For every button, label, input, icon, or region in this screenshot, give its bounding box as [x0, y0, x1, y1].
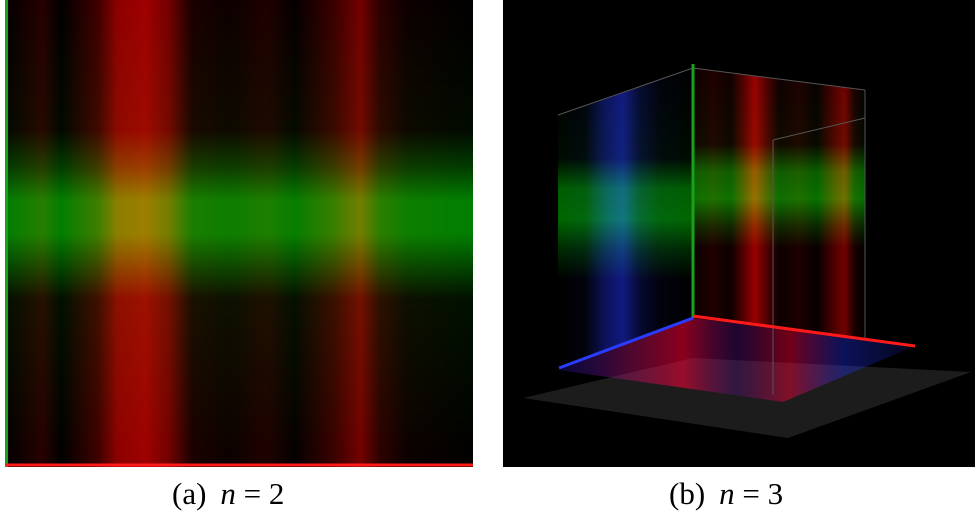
green-density-band: [5, 0, 473, 467]
caption-a-variable: n: [220, 476, 236, 511]
caption-b-equation: = 3: [734, 476, 784, 511]
x-axis-line: [692, 314, 916, 348]
figure-a-image: [5, 0, 473, 467]
caption-b: (b) n = 3: [669, 476, 783, 512]
caption-a: (a) n = 2: [172, 476, 284, 512]
caption-b-label: (b): [669, 476, 706, 511]
figure-b-image: [503, 0, 975, 467]
left-wall: [558, 68, 693, 370]
caption-a-label: (a): [172, 476, 207, 511]
caption-a-equation: = 2: [235, 476, 285, 511]
right-wall: [693, 68, 865, 340]
caption-b-variable: n: [719, 476, 735, 511]
z-axis-line: [558, 316, 694, 370]
figure-a-plot: [5, 0, 473, 467]
figure-b-plot: [503, 0, 975, 467]
cube-edges: [557, 67, 866, 395]
floor-density: [558, 318, 915, 402]
